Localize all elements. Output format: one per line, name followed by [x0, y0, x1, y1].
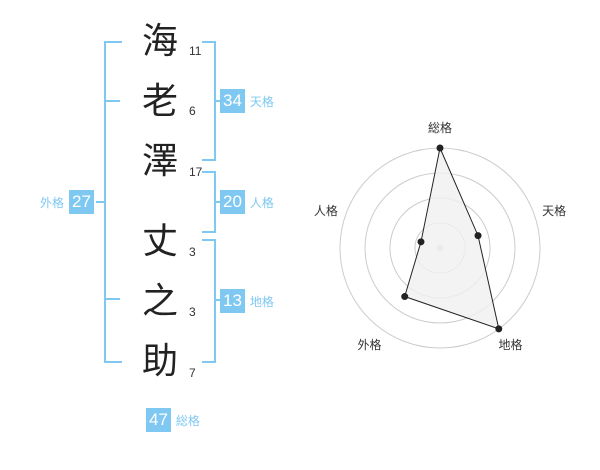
jinkaku-label: 人格 [249, 195, 274, 210]
jinkaku-badge: 20 人格 [220, 190, 274, 214]
radar-point-2 [474, 232, 482, 240]
radar-point-3 [495, 325, 503, 333]
soukaku-label: 総格 [175, 413, 200, 428]
gaikaku-label: 外格 [40, 195, 65, 210]
gaikaku-connector [96, 201, 104, 203]
tenkaku-connector [214, 100, 220, 102]
jinkaku-connector [214, 201, 220, 203]
tenkaku-badge: 34 天格 [220, 89, 274, 113]
stroke-count-1: 11 [189, 44, 202, 58]
chikaku-value: 13 [220, 289, 245, 313]
tenkaku-label: 天格 [249, 94, 274, 109]
chikaku-bracket [202, 239, 216, 363]
surname-char-3: 澤 [141, 141, 178, 182]
chikaku-badge: 13 地格 [220, 289, 274, 313]
radar-axis-label-5: 人格 [314, 203, 338, 218]
gaikaku-bracket-tick-2 [104, 298, 120, 300]
chikaku-label: 地格 [249, 294, 274, 309]
stroke-count-3: 17 [189, 165, 203, 179]
radar-axis-label-1: 総格 [428, 120, 452, 135]
radar-axis-label-3: 地格 [498, 337, 522, 352]
radar-point-5 [417, 238, 425, 246]
radar-point-1 [436, 144, 444, 152]
chikaku-connector [214, 299, 220, 301]
given-char-2: 之 [141, 281, 178, 322]
stroke-count-6: 7 [189, 366, 196, 380]
tenkaku-value: 34 [220, 89, 245, 113]
radar-axis-label-4: 外格 [357, 337, 381, 352]
radar-axis-label-2: 天格 [542, 203, 566, 218]
jinkaku-value: 20 [220, 190, 245, 214]
surname-char-1: 海 [141, 21, 178, 62]
gaikaku-value: 27 [69, 190, 94, 214]
radar-point-4 [401, 293, 409, 301]
radar-points [401, 144, 503, 333]
given-char-3: 助 [141, 341, 178, 382]
gaikaku-badge: 外格 27 [40, 190, 94, 214]
given-char-1: 丈 [141, 221, 178, 262]
stroke-count-2: 6 [189, 104, 196, 118]
soukaku-value: 47 [146, 408, 171, 432]
radar-data-area [404, 146, 500, 330]
stroke-count-4: 3 [189, 245, 196, 259]
gaikaku-bracket [104, 41, 122, 363]
soukaku-badge: 47 総格 [146, 408, 200, 432]
gaikaku-bracket-tick-1 [104, 100, 120, 102]
stroke-count-5: 3 [189, 305, 196, 319]
surname-char-2: 老 [141, 81, 178, 122]
